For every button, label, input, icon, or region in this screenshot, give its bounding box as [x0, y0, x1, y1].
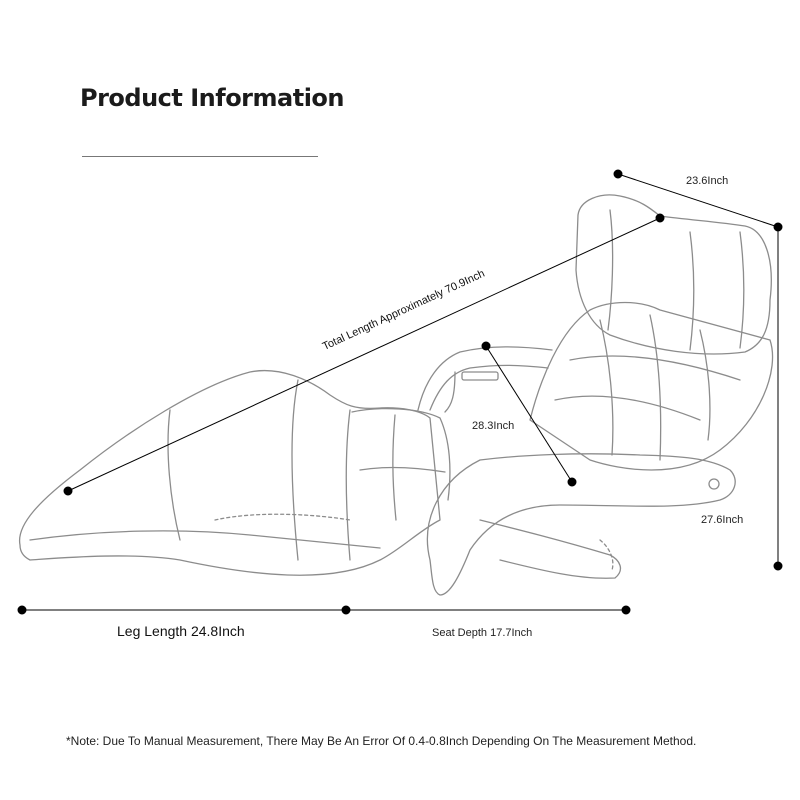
dimension-marker [655, 213, 665, 223]
height-label: 27.6Inch [701, 514, 744, 526]
measurement-note: *Note: Due To Manual Measurement, There … [66, 734, 697, 748]
dimension-marker [481, 341, 491, 351]
seat-depth-label: Seat Depth 17.7Inch [432, 627, 533, 639]
top-width-label: 23.6Inch [686, 175, 729, 187]
top-width-line [617, 173, 779, 228]
dimension-lines [17, 169, 783, 615]
total-length-line [67, 217, 661, 492]
dimension-marker [17, 605, 27, 615]
dimension-marker [773, 561, 783, 571]
title-underline [82, 156, 318, 157]
dimension-marker [613, 169, 623, 179]
armrest-height-label: 28.3Inch [472, 420, 515, 432]
dimension-marker [773, 222, 783, 232]
dimension-marker [621, 605, 631, 615]
armrest-height-line [485, 345, 573, 483]
dimension-marker [63, 486, 73, 496]
dimension-marker [567, 477, 577, 487]
dimension-marker [341, 605, 351, 615]
total-length-label: Total Length Approximately 70.9Inch [321, 268, 487, 353]
leg-length-label: Leg Length 24.8Inch [117, 623, 245, 639]
page-title: Product Information [80, 84, 345, 112]
chair-outline [18, 194, 774, 596]
